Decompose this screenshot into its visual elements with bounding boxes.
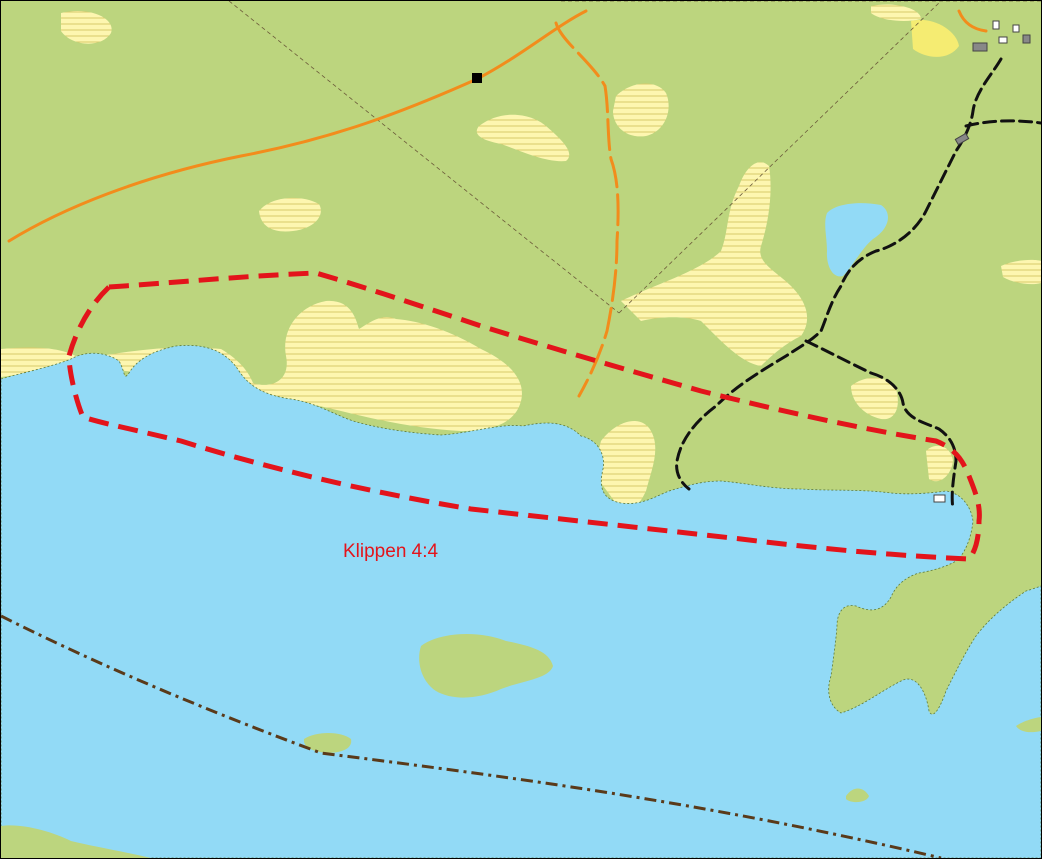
open-land-patch [61,11,112,44]
road [957,9,988,33]
footpath [964,119,1041,128]
open-land-patch [871,4,921,21]
property-boundary[interactable] [66,270,982,562]
open-land-patches [1,4,1041,514]
buildings [933,20,1031,503]
open-land-patch [1001,259,1041,285]
open-land-patch [926,445,953,482]
building [998,36,1008,44]
building [954,132,970,146]
admin-boundary [1,614,942,858]
islands [1,634,869,858]
footpaths [675,57,1041,511]
footpath [675,57,1003,491]
road [554,21,620,398]
island [1,825,151,858]
open-land-patch [851,377,898,420]
open-land-patch [911,19,959,57]
open-land-patch [259,197,321,232]
island [303,733,352,753]
island [846,788,869,803]
road-junction-marker [472,73,482,83]
property-label: Klippen 4:4 [343,541,439,562]
island [1016,717,1041,733]
island [419,634,553,698]
open-land-patch [593,420,656,514]
building [1022,34,1031,44]
open-land-patch [613,83,669,137]
open-land-patch [621,162,808,366]
pond [825,203,888,277]
building [933,494,946,503]
open-land-patch [1,300,522,431]
building [1012,24,1020,33]
roads [7,9,988,398]
building [972,42,988,52]
footpath [804,339,958,511]
open-land-patch [476,114,570,162]
property-division-lines [228,1,1041,314]
building [992,20,1000,30]
road [7,9,588,243]
